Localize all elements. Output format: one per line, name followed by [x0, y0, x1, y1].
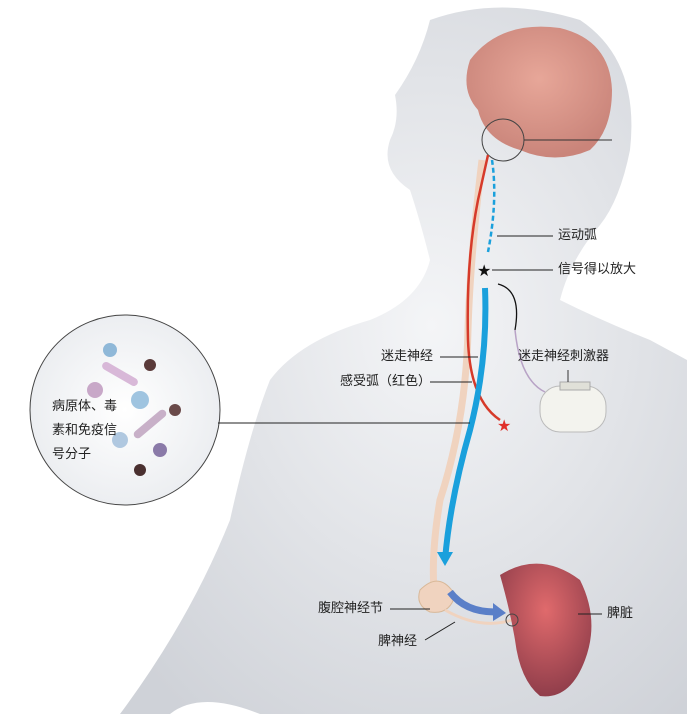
label-vagus-stimulator: 迷走神经刺激器 — [518, 349, 610, 364]
label-pathogens-1: 病原体、毒 — [52, 399, 118, 414]
label-motor-arc: 运动弧 — [558, 228, 598, 243]
brain — [466, 26, 612, 158]
label-pathogens-3: 号分子 — [52, 447, 92, 462]
label-signal-amplified: 信号得以放大 — [558, 262, 637, 277]
vagus-nerve-trunk — [429, 159, 486, 601]
body-silhouette — [120, 7, 687, 714]
motor-arc-arrowhead — [437, 552, 453, 566]
sensory-star-icon: ★ — [497, 416, 511, 435]
pathogen-molecules — [87, 343, 181, 476]
motor-arc-line — [442, 287, 489, 561]
label-splenic-nerve: 脾神经 — [378, 634, 418, 649]
stimulator-feedback-arrow — [497, 283, 518, 331]
motor-arc-dashed — [486, 159, 496, 253]
label-sensory-arc: 感受弧（红色） — [340, 374, 432, 389]
spleen-flow-arrow — [447, 589, 496, 616]
amplify-star-icon: ★ — [477, 261, 491, 280]
stimulator-lead — [514, 329, 546, 393]
sensory-arc-line — [466, 154, 501, 422]
label-vagus-nerve: 迷走神经 — [381, 349, 434, 364]
vagus-stimulator-device — [539, 385, 607, 433]
leader-lines — [218, 235, 602, 641]
label-spleen: 脾脏 — [607, 606, 634, 621]
label-celiac-ganglion: 腹腔神经节 — [318, 601, 384, 616]
spleen — [500, 563, 592, 697]
label-pathogens-2: 素和免疫信 — [52, 423, 118, 438]
pathogen-inset — [29, 314, 221, 506]
